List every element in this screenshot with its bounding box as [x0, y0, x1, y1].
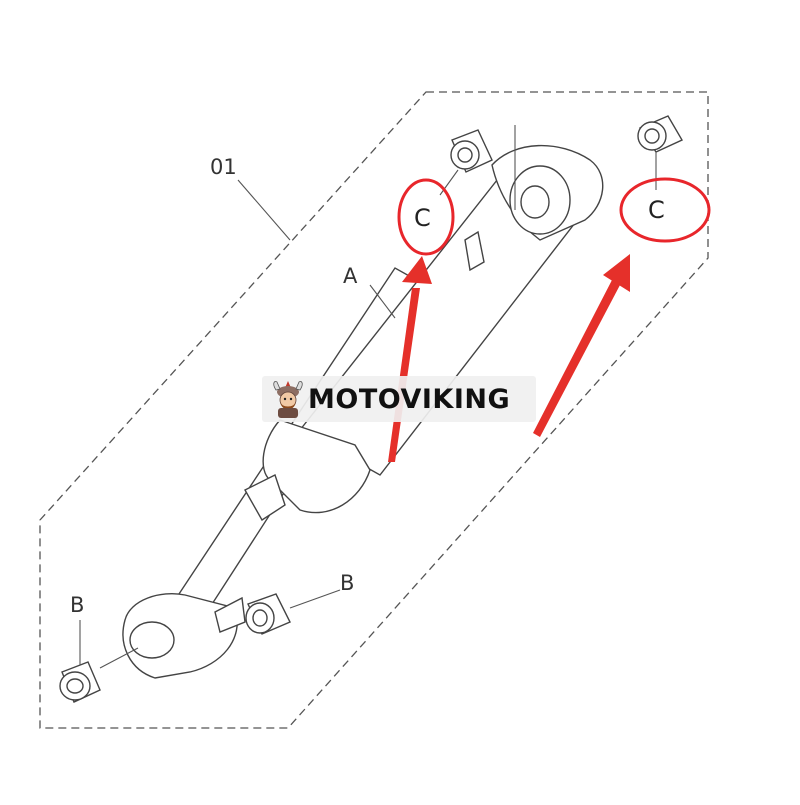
- head-bore-inner: [520, 185, 550, 219]
- dashed-boundary: [39, 91, 709, 729]
- viking-logo-icon: [273, 381, 303, 418]
- highlight-circle-left: [397, 178, 455, 256]
- highlight-marks: [397, 177, 711, 256]
- brand-name: MOTOVIKING: [308, 383, 511, 415]
- label-part-a: A: [343, 264, 358, 288]
- bushing-b-left: [59, 661, 101, 703]
- bushing-b-right: [245, 593, 291, 635]
- label-bushing-c-left: C: [414, 204, 431, 232]
- rod-end-bore: [129, 621, 175, 659]
- label-bushing-c-right: C: [648, 196, 665, 224]
- bushing-c-left: [450, 129, 493, 173]
- leader-lines: [79, 125, 657, 669]
- cylinder-gland: [262, 419, 371, 514]
- label-item-number: 01: [210, 155, 237, 179]
- bushings: [59, 115, 683, 703]
- gland-flange: [244, 474, 286, 521]
- arrow-right: [533, 254, 630, 437]
- watermark-banner: MOTOVIKING: [262, 376, 536, 422]
- highlight-circle-right: [619, 177, 711, 243]
- rod-bracket: [214, 596, 246, 633]
- label-bushing-b-right: B: [340, 571, 354, 595]
- grease-fitting: [464, 230, 485, 272]
- label-bushing-b-left: B: [70, 593, 84, 617]
- bushing-c-right: [637, 115, 683, 153]
